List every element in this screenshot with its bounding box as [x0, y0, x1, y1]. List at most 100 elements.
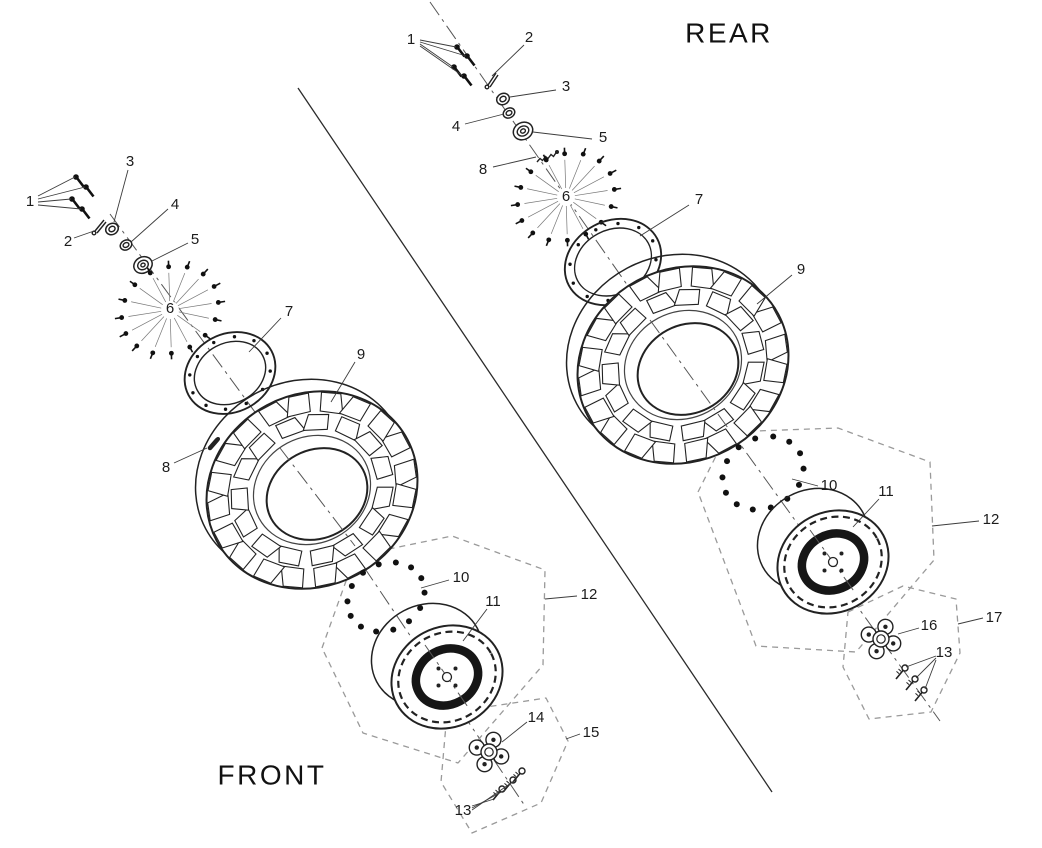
- leader-line: [73, 230, 95, 239]
- callout-front-1: 1: [26, 193, 34, 210]
- callout-rear-8: 8: [479, 161, 487, 178]
- leader-line: [330, 361, 356, 403]
- leader-line: [791, 478, 819, 487]
- callout-front-3: 3: [126, 153, 134, 170]
- front-tire: [194, 378, 419, 590]
- title-front: FRONT: [218, 759, 327, 790]
- leader-line: [756, 274, 793, 305]
- leader-line: [462, 608, 488, 642]
- front-assembly: [37, 169, 581, 834]
- callout-rear-2: 2: [525, 29, 533, 46]
- label-halo: [557, 188, 575, 206]
- callout-rear-5: 5: [599, 129, 607, 146]
- front-lug-studs: [69, 174, 95, 220]
- rear-tire: [565, 253, 790, 465]
- callout-rear-17: 17: [986, 609, 1003, 626]
- leader-line: [501, 721, 528, 743]
- front-hub-kit-outline: [440, 697, 569, 834]
- rear-assembly: [419, 1, 984, 722]
- front-wheel-bolts: [114, 260, 226, 360]
- rear-washer: [502, 107, 516, 119]
- callout-front-6: 6: [166, 300, 174, 317]
- leader-line: [471, 780, 515, 811]
- front-leader-lines: [37, 169, 581, 811]
- front-washer: [119, 239, 133, 251]
- leader-line: [419, 43, 454, 68]
- leader-line: [37, 176, 76, 197]
- rear-leader-lines: [419, 39, 984, 690]
- front-wheel-rim: [370, 602, 504, 730]
- callout-front-2: 2: [64, 233, 72, 250]
- leader-line: [509, 89, 557, 98]
- callout-rear-9: 9: [797, 261, 805, 278]
- leader-line: [113, 169, 129, 223]
- rear-castle-nut: [495, 92, 511, 106]
- callout-rear-10: 10: [821, 477, 838, 494]
- leader-line: [419, 39, 457, 48]
- label-halo: [161, 301, 179, 319]
- leader-line: [924, 659, 937, 690]
- leader-line: [173, 447, 208, 464]
- callout-rear-13: 13: [936, 644, 953, 661]
- callout-rear-11: 11: [878, 483, 894, 500]
- leader-line: [915, 657, 937, 679]
- callout-front-5: 5: [191, 231, 199, 248]
- rear-cotter-pin: [484, 72, 499, 90]
- leader-line: [491, 44, 525, 77]
- leader-line: [492, 156, 537, 168]
- front-cotter-pin: [91, 219, 107, 236]
- leader-line: [544, 595, 578, 600]
- leader-line: [37, 198, 72, 203]
- callout-rear-4: 4: [452, 118, 460, 135]
- callout-front-13: 13: [455, 802, 472, 819]
- rear-valve-stem: [536, 150, 559, 163]
- divider-line: [297, 87, 773, 793]
- callout-labels: 1 2 3 4 5 6 7 8 9 10 11 12 13 14 15 1 2 …: [26, 29, 1003, 819]
- rear-hub-cap: [512, 121, 534, 141]
- leader-line: [639, 204, 690, 237]
- rear-wheel-rim: [756, 487, 890, 615]
- callout-rear-12: 12: [983, 511, 1000, 528]
- callout-rear-1: 1: [407, 31, 415, 48]
- leader-line: [565, 733, 581, 740]
- leader-line: [37, 186, 86, 200]
- leader-line: [151, 242, 189, 262]
- leader-line: [905, 655, 937, 668]
- leader-line: [532, 131, 593, 140]
- callout-front-7: 7: [285, 303, 293, 320]
- callout-front-12: 12: [581, 586, 598, 603]
- callout-front-9: 9: [357, 346, 365, 363]
- leader-line: [852, 498, 880, 528]
- callout-front-8: 8: [162, 459, 170, 476]
- leader-line: [130, 208, 169, 243]
- leader-line: [419, 41, 467, 57]
- leader-line: [37, 204, 82, 210]
- callout-front-4: 4: [171, 196, 179, 213]
- callout-rear-7: 7: [695, 191, 703, 208]
- callout-front-10: 10: [453, 569, 470, 586]
- front-castle-nut: [104, 222, 120, 236]
- leader-line: [931, 520, 980, 527]
- rear-hub-kit-outline: [842, 585, 961, 720]
- leader-line: [248, 317, 282, 353]
- leader-line: [464, 113, 505, 125]
- callout-rear-16: 16: [921, 617, 938, 634]
- rear-lug-studs: [451, 44, 476, 87]
- callout-front-15: 15: [583, 724, 600, 741]
- title-rear: REAR: [685, 17, 773, 48]
- rear-wheel-bolts: [510, 147, 622, 247]
- rear-wheel-kit-outline: [697, 427, 935, 653]
- leader-line: [420, 579, 450, 589]
- callout-rear-6: 6: [562, 188, 570, 205]
- front-valve-stem: [207, 437, 220, 451]
- front-beadlock-ring: [183, 331, 277, 415]
- callout-front-14: 14: [528, 709, 545, 726]
- front-bolt-pattern: [344, 559, 428, 635]
- callout-front-11: 11: [485, 593, 501, 610]
- front-hub: [468, 731, 510, 773]
- callout-rear-3: 3: [562, 78, 570, 95]
- leader-line: [957, 617, 984, 625]
- leader-line: [419, 45, 464, 77]
